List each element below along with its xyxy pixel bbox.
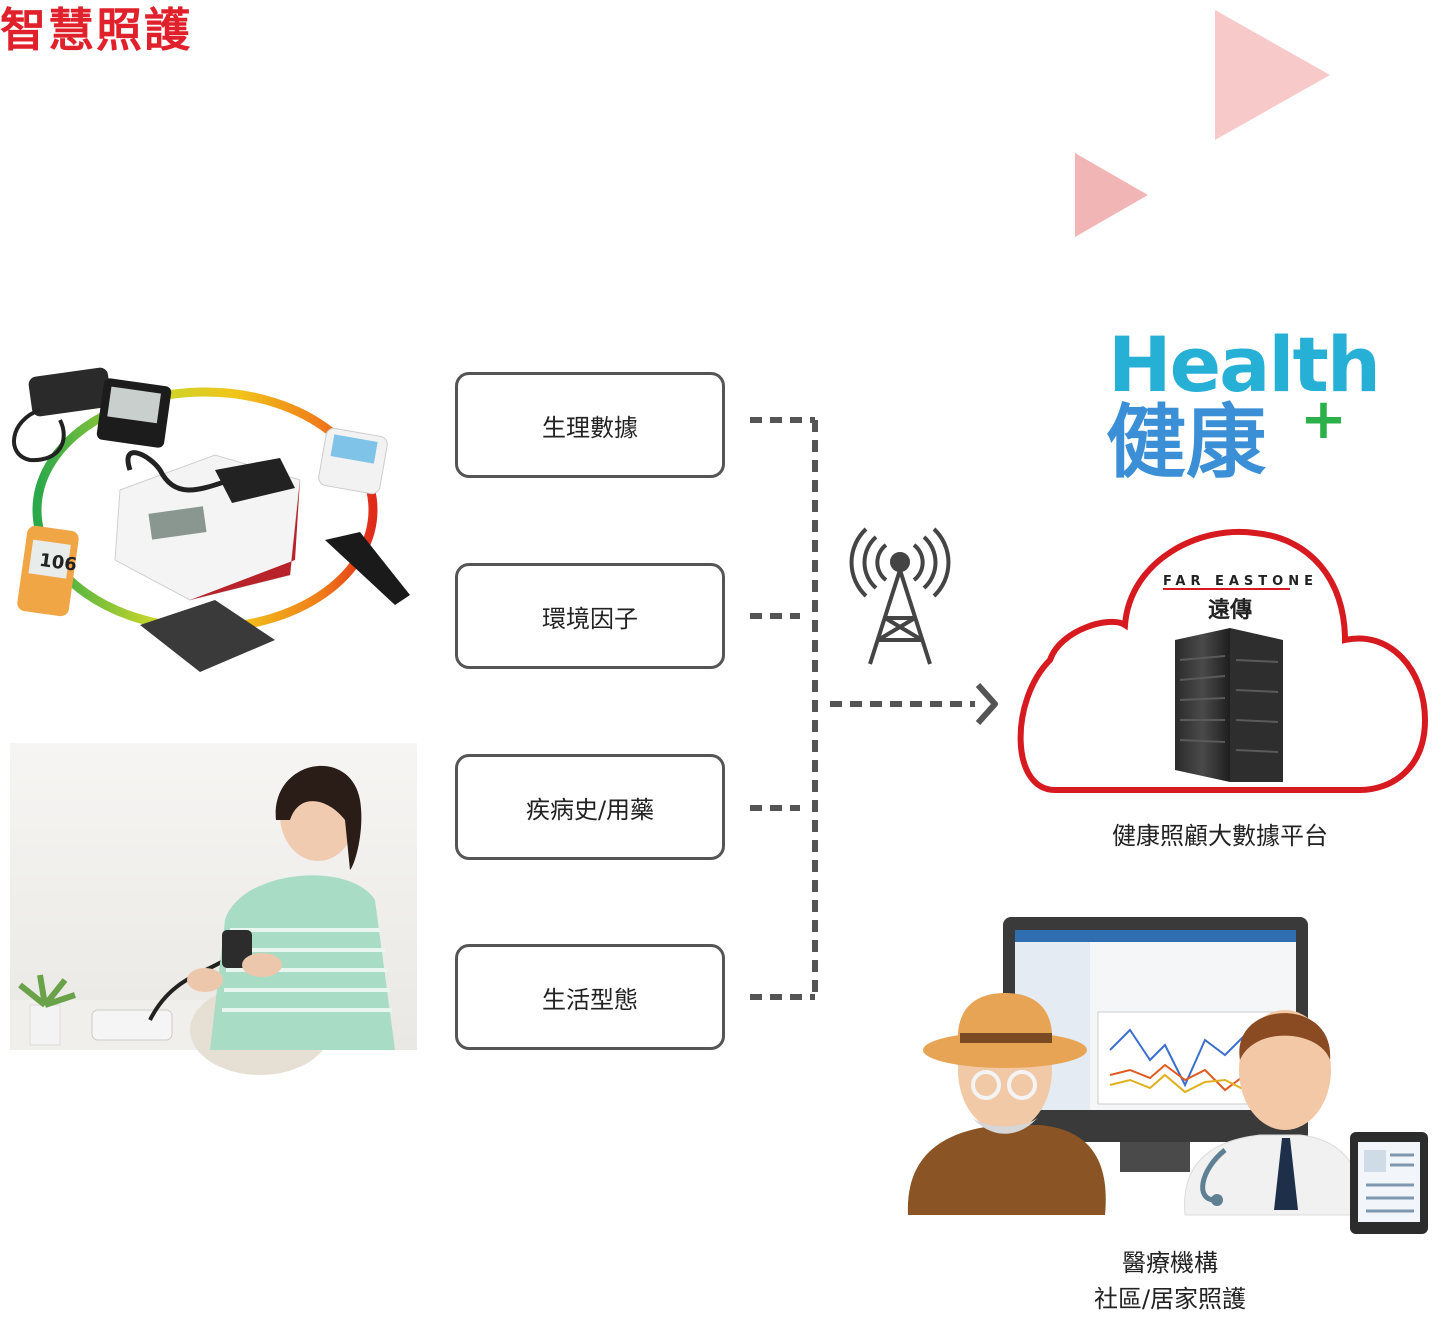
glucose-reading: 106 <box>38 550 78 576</box>
platform-caption: 健康照顧大數據平台 <box>1112 822 1328 850</box>
tablet-icon <box>1350 1132 1428 1234</box>
arrow-right-icon <box>975 682 998 726</box>
institutions-line-1: 醫療機構 <box>1122 1249 1218 1277</box>
server-rack-icon <box>1175 628 1283 782</box>
operator-name-en: FAR EASTONE <box>1163 574 1318 589</box>
brand-health-text: Health <box>1108 320 1381 409</box>
institutions-caption: 醫療機構 社區/居家照護 <box>1040 1245 1300 1317</box>
category-lifestyle: 生活型態 <box>455 944 725 1050</box>
brand-plus-icon: + <box>1300 387 1347 452</box>
elderly-icon <box>907 993 1106 1215</box>
doctor-icon <box>1184 1010 1362 1216</box>
page-title: 智慧照護 <box>0 3 192 57</box>
devices-illustration: 106 <box>12 367 410 672</box>
patient-photo <box>10 743 417 1075</box>
operator-name-cn: 遠傳 <box>1208 598 1253 623</box>
connector-lines <box>750 417 975 1000</box>
cell-tower-icon <box>849 527 951 665</box>
category-physiological-data: 生理數據 <box>455 372 725 478</box>
institutions-line-2: 社區/居家照護 <box>1093 1285 1247 1313</box>
category-medical-history: 疾病史/用藥 <box>455 754 725 860</box>
brand-cn-text: 健康 <box>1106 396 1266 489</box>
decor-triangle-small <box>1075 153 1148 237</box>
category-environment: 環境因子 <box>455 563 725 669</box>
decor-triangle-large <box>1215 10 1330 140</box>
